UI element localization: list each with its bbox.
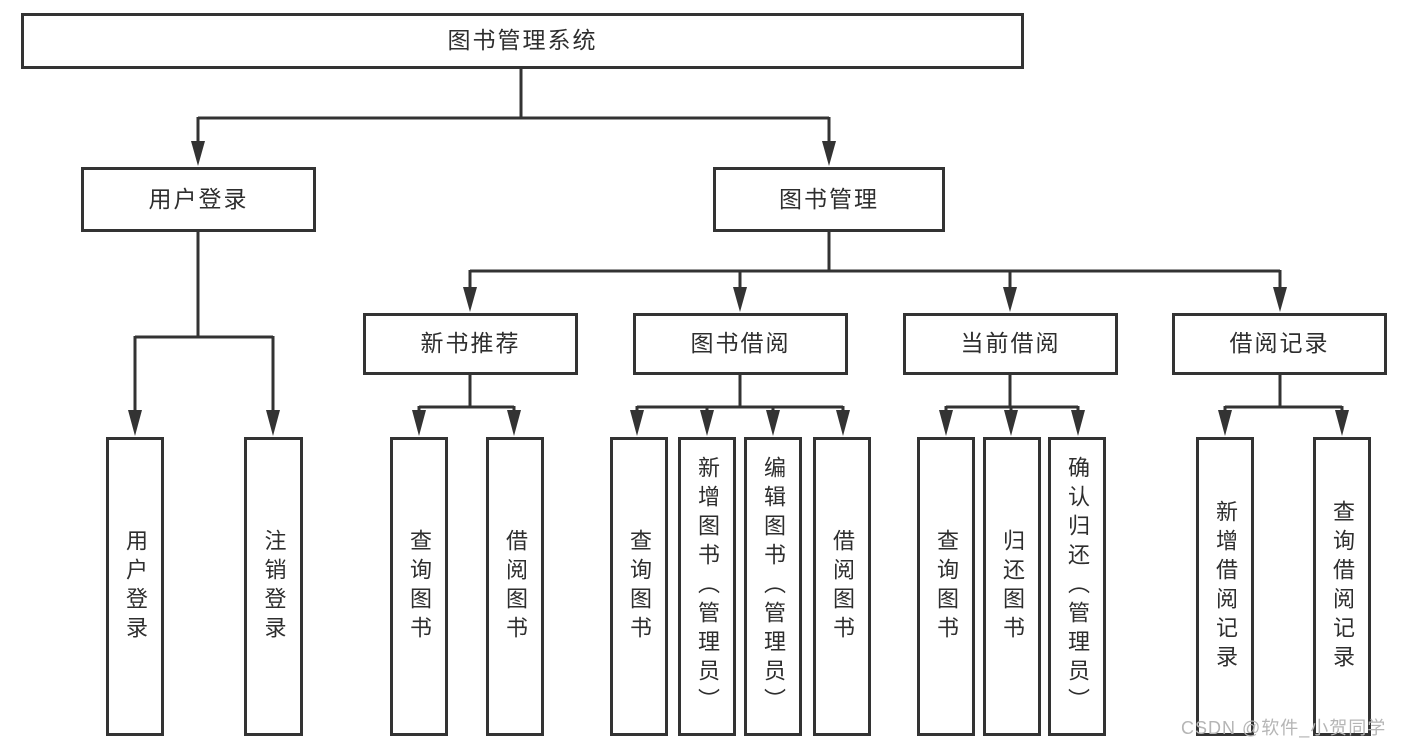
connector-current-borrowing-children xyxy=(939,375,1085,436)
connector-new-book-recommend-children xyxy=(412,375,521,436)
arrowhead xyxy=(1335,410,1349,436)
connector-user-login-children xyxy=(128,232,280,436)
leaf-rec-query-record: 查询借阅记录 xyxy=(1313,437,1371,736)
leaf-cur-return-books: 归还图书 xyxy=(983,437,1041,736)
arrowhead xyxy=(1273,287,1287,312)
arrowhead xyxy=(700,410,714,436)
node-new-book-recommend: 新书推荐 xyxy=(363,313,578,375)
arrowhead xyxy=(463,287,477,312)
leaf-cur-query-books: 查询图书 xyxy=(917,437,975,736)
arrowhead xyxy=(766,410,780,436)
leaf-bb-add-books-admin: 新增图书（管理员） xyxy=(678,437,736,736)
leaf-nb-borrow-books: 借阅图书 xyxy=(486,437,544,736)
leaf-logout: 注销登录 xyxy=(244,437,303,736)
arrowhead xyxy=(939,410,953,436)
connector-book-borrowing-children xyxy=(630,375,850,436)
leaf-cur-confirm-return-admin: 确认归还（管理员） xyxy=(1048,437,1106,736)
arrowhead xyxy=(733,287,747,312)
leaf-rec-add-record: 新增借阅记录 xyxy=(1196,437,1254,736)
leaf-nb-query-books: 查询图书 xyxy=(390,437,448,736)
arrowhead xyxy=(128,410,142,436)
node-current-borrowing: 当前借阅 xyxy=(903,313,1118,375)
arrowhead xyxy=(630,410,644,436)
arrowhead xyxy=(1218,410,1232,436)
leaf-bb-query-books: 查询图书 xyxy=(610,437,668,736)
arrowhead xyxy=(507,410,521,436)
arrowhead xyxy=(1004,410,1018,436)
connector-root-to-level2 xyxy=(191,69,836,166)
node-book-borrowing: 图书借阅 xyxy=(633,313,848,375)
arrowhead xyxy=(1003,287,1017,312)
arrowhead xyxy=(191,141,205,166)
node-borrow-records: 借阅记录 xyxy=(1172,313,1387,375)
connector-borrow-records-children xyxy=(1218,375,1349,436)
arrowhead xyxy=(822,141,836,166)
node-library-management-system: 图书管理系统 xyxy=(21,13,1024,69)
node-book-management: 图书管理 xyxy=(713,167,945,232)
leaf-bb-edit-books-admin: 编辑图书（管理员） xyxy=(744,437,802,736)
node-user-login: 用户登录 xyxy=(81,167,316,232)
csdn-watermark: CSDN @软件_小贺同学 xyxy=(1181,718,1387,738)
connector-book-management-children xyxy=(463,232,1287,312)
arrowhead xyxy=(412,410,426,436)
leaf-bb-borrow-books: 借阅图书 xyxy=(813,437,871,736)
arrowhead xyxy=(836,410,850,436)
arrowhead xyxy=(266,410,280,436)
arrowhead xyxy=(1071,410,1085,436)
leaf-user-login: 用户登录 xyxy=(106,437,164,736)
